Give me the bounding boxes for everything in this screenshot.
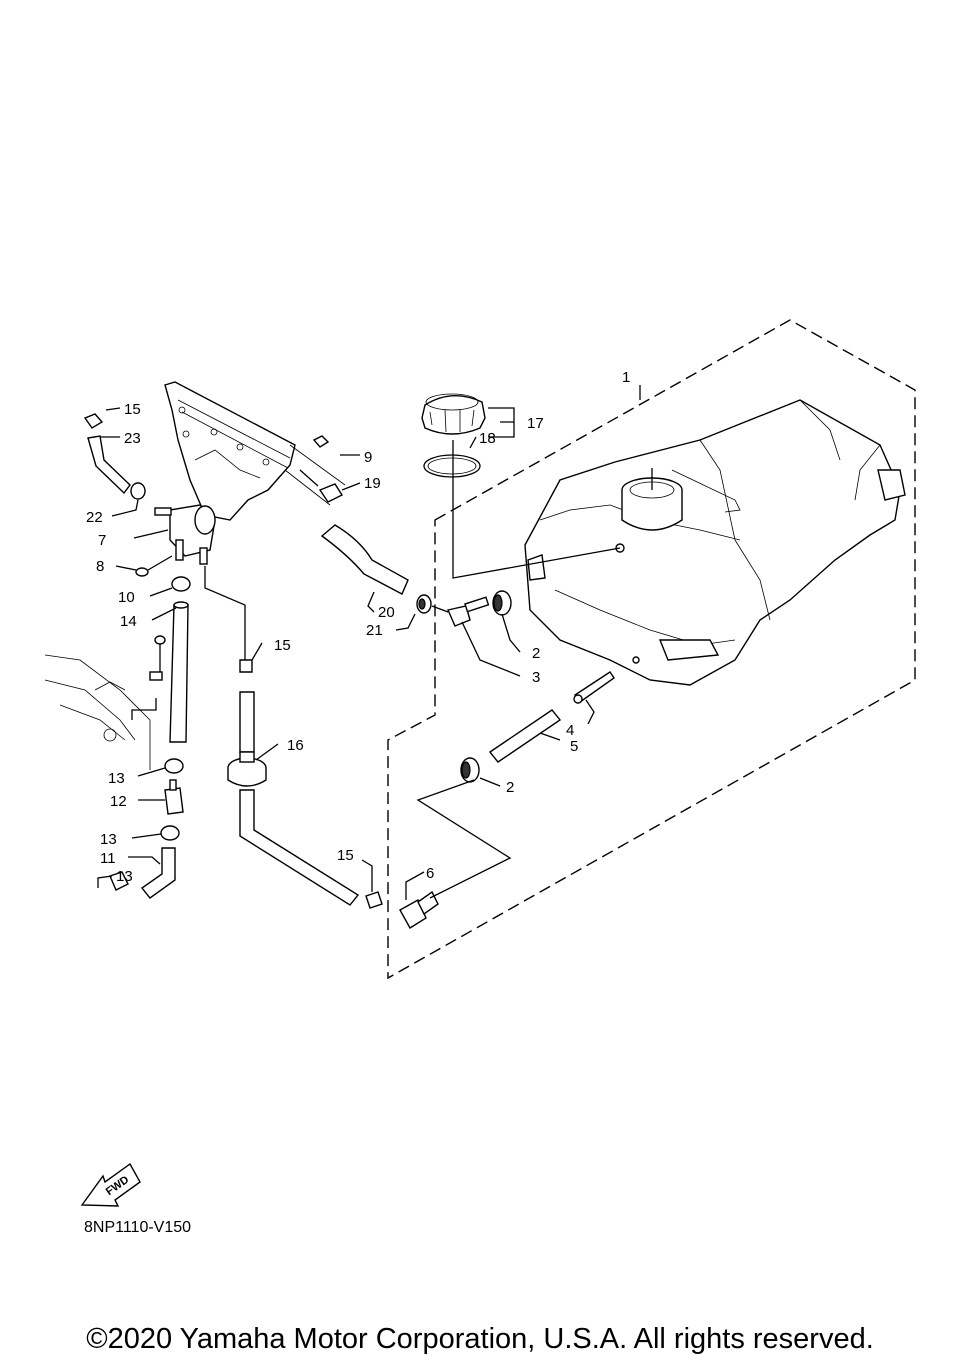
clamp-13-b — [160, 825, 180, 841]
clamp-15-low — [365, 891, 383, 909]
copyright-notice: ©2020 Yamaha Motor Corporation, U.S.A. A… — [86, 1323, 874, 1355]
hose-14 — [169, 601, 189, 743]
callout-19: 19 — [364, 475, 381, 492]
callout-15-mid: 15 — [274, 637, 291, 654]
tank-assembly-boundary — [387, 319, 916, 980]
callout-15-low: 15 — [337, 847, 354, 864]
callout-2-upper: 2 — [532, 645, 540, 662]
fwd-arrow-icon: FWD — [80, 1162, 141, 1207]
callout-5: 5 — [570, 738, 578, 755]
callout-16: 16 — [287, 737, 304, 754]
callout-13-c: 13 — [116, 868, 133, 885]
callout-21: 21 — [366, 622, 383, 639]
callout-17: 17 — [527, 415, 544, 432]
elbow-fitting-6 — [399, 890, 439, 929]
clamp-13-a — [164, 758, 184, 774]
fuel-hose-5 — [488, 709, 562, 763]
hose-upper-center — [239, 691, 255, 753]
fuel-filter-12 — [164, 779, 184, 815]
hose-11 — [140, 847, 176, 899]
bolt-19 — [299, 469, 344, 503]
callout-15-top: 15 — [124, 401, 141, 418]
callout-10: 10 — [118, 589, 135, 606]
nut-9 — [312, 435, 330, 448]
callout-1: 1 — [622, 369, 630, 386]
clamp-15-mid — [239, 659, 253, 673]
callout-12: 12 — [110, 793, 127, 810]
callout-3: 3 — [532, 669, 540, 686]
callout-6: 6 — [426, 865, 434, 882]
hose-23 — [87, 435, 131, 495]
frame-sketch — [44, 635, 166, 770]
callout-2-lower: 2 — [506, 779, 514, 796]
fuel-tank — [524, 399, 906, 686]
clamp-22 — [130, 482, 146, 500]
o-ring — [423, 454, 481, 478]
elbow-fitting-3 — [447, 596, 490, 627]
frame-bracket — [164, 381, 346, 521]
callout-23: 23 — [124, 430, 141, 447]
grommet-upper — [492, 590, 512, 616]
bolt-8 — [135, 555, 173, 577]
callout-18: 18 — [479, 430, 496, 447]
callout-20: 20 — [378, 604, 395, 621]
grommet-lower — [460, 757, 480, 783]
breather-hose-20 — [320, 524, 409, 595]
callout-11: 11 — [100, 850, 116, 867]
fuel-filter-16 — [227, 751, 267, 787]
clamp-13-c — [109, 871, 129, 891]
callout-14: 14 — [120, 613, 137, 630]
fuel-pump-7 — [154, 504, 216, 565]
clamp-10 — [171, 576, 191, 592]
fuel-cap — [421, 393, 486, 435]
diagram-code: 8NP1110-V150 — [84, 1219, 192, 1236]
callout-13-b: 13 — [100, 831, 117, 848]
callout-7: 7 — [98, 532, 106, 549]
callout-4: 4 — [566, 722, 574, 739]
hose-clamp-21 — [416, 594, 432, 614]
callout-8: 8 — [96, 558, 104, 575]
clamp-15-top — [83, 413, 104, 429]
callout-22: 22 — [86, 509, 103, 526]
callout-13-a: 13 — [108, 770, 125, 787]
pipe-4 — [573, 671, 615, 704]
hose-lower-center — [239, 789, 360, 906]
callout-9: 9 — [364, 449, 372, 466]
